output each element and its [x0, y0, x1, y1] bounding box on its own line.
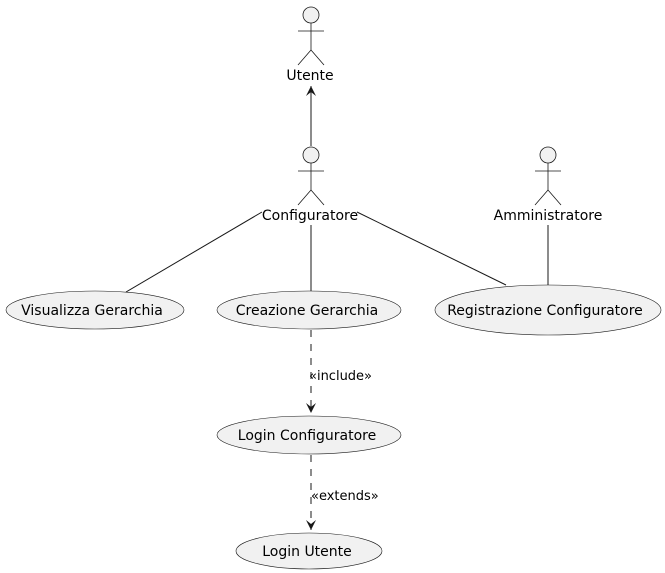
usecase-label: Visualizza Gerarchia [21, 303, 163, 319]
include-stereotype: «include» [309, 369, 372, 384]
actor-utente: Utente [286, 6, 334, 84]
association-line [125, 211, 263, 293]
actor-label-configuratore: Configuratore [262, 208, 358, 224]
stick-figure-icon [297, 146, 325, 206]
usecase-label: Creazione Gerarchia [236, 303, 378, 319]
usecase-creazione-gerarchia: Creazione Gerarchia [216, 290, 402, 330]
stick-figure-icon [534, 146, 562, 206]
actor-label-utente: Utente [286, 68, 333, 84]
actor-configuratore: Configuratore [262, 146, 358, 224]
actor-label-amministratore: Amministratore [494, 208, 603, 224]
usecase-label: Login Utente [262, 544, 352, 560]
stick-figure-icon [297, 6, 325, 66]
usecase-label: Registrazione Configuratore [447, 303, 643, 319]
usecase-label: Login Configuratore [238, 428, 376, 444]
usecase-login-configuratore: Login Configuratore [216, 415, 402, 455]
association-line [356, 211, 507, 286]
usecase-login-utente: Login Utente [235, 532, 383, 570]
usecase-registrazione-configuratore: Registrazione Configuratore [434, 284, 662, 336]
extends-stereotype: «extends» [311, 489, 379, 504]
actor-amministratore: Amministratore [494, 146, 603, 224]
usecase-visualizza-gerarchia: Visualizza Gerarchia [5, 290, 185, 330]
